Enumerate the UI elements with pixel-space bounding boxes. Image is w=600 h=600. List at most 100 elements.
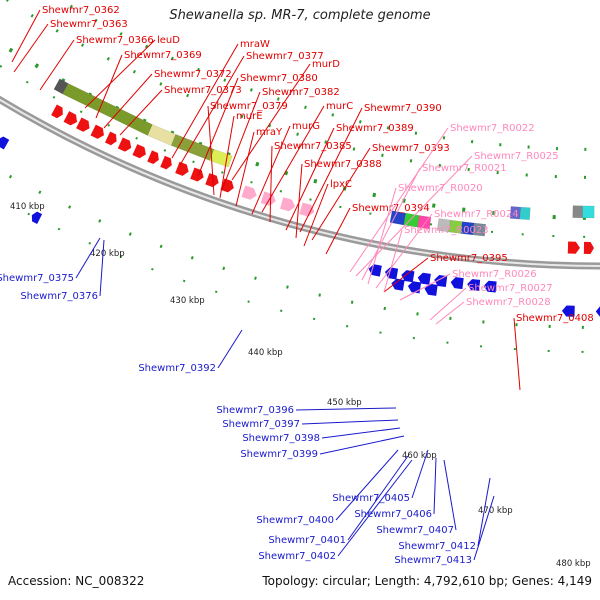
scale-tick (223, 78, 227, 82)
reverse-gene-label: Shewmr7_0402 (258, 551, 336, 562)
scale-tick (69, 4, 73, 9)
forward-gene-label-leader (171, 43, 239, 159)
forward-gene-label: Shewmr7_0393 (372, 143, 450, 154)
forward-gene-label-leader (235, 131, 255, 207)
reverse-gene-label-leader (301, 419, 399, 425)
rna-gene-arrow (299, 202, 315, 217)
forward-gene-label-leader (95, 54, 123, 119)
reverse-gene-arrow (368, 264, 382, 277)
forward-gene-label-leader (103, 73, 153, 129)
forward-gene-label-leader (13, 23, 49, 73)
feature-block (572, 205, 583, 219)
scale-tick (359, 120, 362, 124)
rna-gene-arrow (241, 185, 257, 200)
reverse-gene-arrow (0, 136, 10, 150)
forward-gene-label: murE (236, 111, 263, 122)
forward-gene-label: Shewmr7_0372 (154, 69, 232, 80)
scale-tick (182, 279, 186, 283)
rna-gene-arrow (279, 197, 296, 212)
forward-gene-label: Shewmr7_0408 (516, 313, 594, 324)
scale-tick (372, 192, 377, 198)
scale-tick (313, 178, 318, 184)
reverse-gene-label: Shewmr7_0396 (216, 405, 294, 416)
scale-tick (135, 136, 138, 140)
forward-gene-label-leader (261, 105, 325, 213)
reverse-gene-label: Shewmr7_0397 (222, 419, 300, 430)
reverse-gene-label-leader (411, 449, 429, 499)
scale-tick (432, 203, 436, 208)
reverse-gene-label: Shewmr7_0413 (394, 555, 472, 566)
reverse-gene-label: Shewmr7_0407 (376, 525, 454, 536)
reverse-gene-arrow (450, 277, 464, 290)
scale-tick (386, 126, 390, 130)
forward-gene-label-leader (299, 107, 363, 233)
feature-block (582, 205, 595, 219)
rna-gene-label: Shewmr7_R0026 (452, 269, 537, 280)
forward-gene-label: Shewmr7_0388 (304, 159, 382, 170)
scale-tick (57, 227, 61, 231)
forward-gene-label-leader (11, 9, 41, 63)
scale-label: 410 kbp (10, 202, 45, 212)
forward-gene-label: Shewmr7_0394 (352, 203, 430, 214)
scale-tick (254, 276, 257, 280)
reverse-gene-label: Shewmr7_0401 (268, 535, 346, 546)
forward-gene-arrow (90, 124, 104, 139)
topology-text: Topology: circular; Length: 4,792,610 bp… (262, 574, 592, 588)
scale-tick (309, 198, 312, 201)
scale-label: 470 kbp (478, 506, 513, 516)
scale-label: 450 kbp (327, 398, 362, 408)
reverse-gene-arrow (434, 275, 448, 288)
reverse-gene-label-leader (443, 459, 457, 531)
forward-gene-label: Shewmr7_0389 (336, 123, 414, 134)
reverse-gene-arrow (561, 305, 575, 317)
scale-tick (159, 244, 163, 249)
scale-tick (192, 160, 195, 164)
forward-gene-label: Shewmr7_0366 (76, 35, 154, 46)
feature-block (147, 124, 177, 146)
scale-tick (94, 18, 98, 23)
reverse-gene-label-leader (477, 477, 491, 547)
scale-tick (214, 290, 218, 293)
forward-gene-label-leader (231, 63, 311, 181)
forward-gene-arrow (583, 241, 594, 254)
scale-label: 480 kbp (556, 559, 591, 569)
rna-gene-label: Shewmr7_R0022 (450, 123, 535, 134)
forward-gene-label-leader (179, 55, 245, 166)
feature-block (417, 215, 432, 230)
reverse-gene-label: Shewmr7_0412 (398, 541, 476, 552)
forward-gene-label: leuD (157, 35, 180, 46)
scale-tick (279, 190, 283, 193)
forward-gene-label: mraW (240, 39, 270, 50)
forward-gene-arrow (105, 131, 117, 146)
scale-tick (190, 256, 194, 260)
reverse-gene-label-leader (217, 329, 243, 369)
scale-tick (196, 67, 200, 72)
forward-gene-label-leader (39, 39, 75, 91)
rna-gene-label-leader (367, 187, 397, 285)
forward-gene-label: Shewmr7_0380 (240, 73, 318, 84)
scale-tick (132, 69, 136, 74)
forward-gene-label: lpxC (330, 179, 352, 190)
reverse-gene-label: Shewmr7_0399 (240, 449, 318, 460)
scale-tick (27, 212, 31, 216)
scale-tick (324, 140, 328, 144)
rna-gene-label-leader (355, 155, 473, 277)
scale-tick (106, 56, 110, 61)
reverse-gene-arrow (467, 279, 481, 291)
reverse-gene-label-leader (99, 239, 105, 297)
scale-tick (128, 232, 132, 236)
rna-gene-arrow (260, 191, 276, 206)
rna-gene-label: Shewmr7_R0023 (404, 225, 489, 236)
reverse-gene-label: Shewmr7_0376 (20, 291, 98, 302)
forward-gene-label-leader (311, 147, 371, 241)
scale-tick (186, 93, 190, 98)
reverse-gene-label: Shewmr7_0398 (242, 433, 320, 444)
forward-gene-label: Shewmr7_0379 (210, 101, 288, 112)
forward-gene-arrow (567, 241, 580, 254)
scale-tick (79, 110, 83, 114)
scale-tick (318, 293, 322, 297)
scale-tick (163, 149, 167, 152)
scale-tick (98, 219, 102, 223)
